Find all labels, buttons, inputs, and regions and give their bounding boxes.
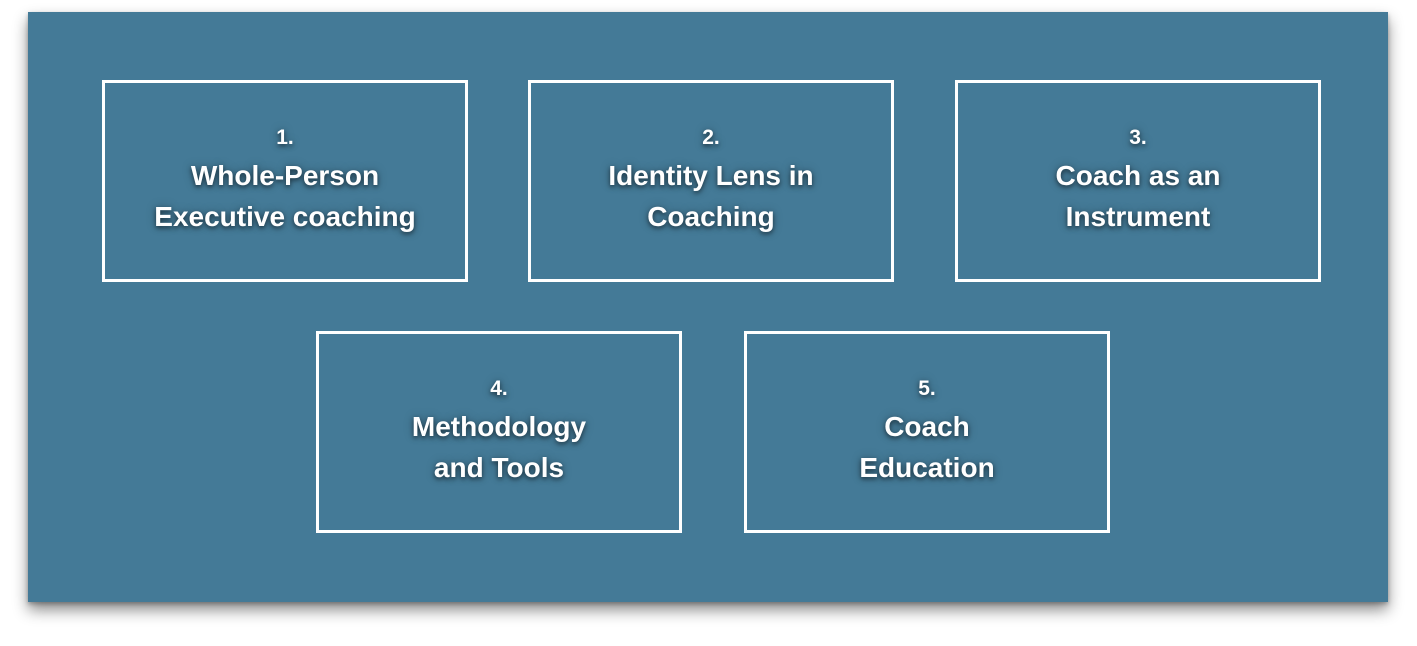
- diagram-panel: 1. Whole-Person Executive coaching 2. Id…: [28, 12, 1388, 602]
- box-number: 4.: [490, 377, 508, 400]
- box-identity-lens-in-coaching: 2. Identity Lens in Coaching: [528, 80, 894, 282]
- box-label: Methodology and Tools: [411, 411, 587, 483]
- box-coach-education: 5. Coach Education: [744, 331, 1110, 533]
- box-label: Whole-Person Executive coaching: [154, 160, 416, 232]
- box-number: 3.: [1129, 126, 1147, 149]
- box-label: Coach as an Instrument: [1055, 160, 1221, 232]
- box-coach-as-an-instrument: 3. Coach as an Instrument: [955, 80, 1321, 282]
- box-number: 2.: [702, 126, 720, 149]
- box-whole-person-executive-coaching: 1. Whole-Person Executive coaching: [102, 80, 468, 282]
- box-label: Coach Education: [859, 411, 995, 483]
- box-number: 5.: [918, 377, 936, 400]
- box-label: Identity Lens in Coaching: [608, 160, 814, 232]
- box-number: 1.: [276, 126, 294, 149]
- box-methodology-and-tools: 4. Methodology and Tools: [316, 331, 682, 533]
